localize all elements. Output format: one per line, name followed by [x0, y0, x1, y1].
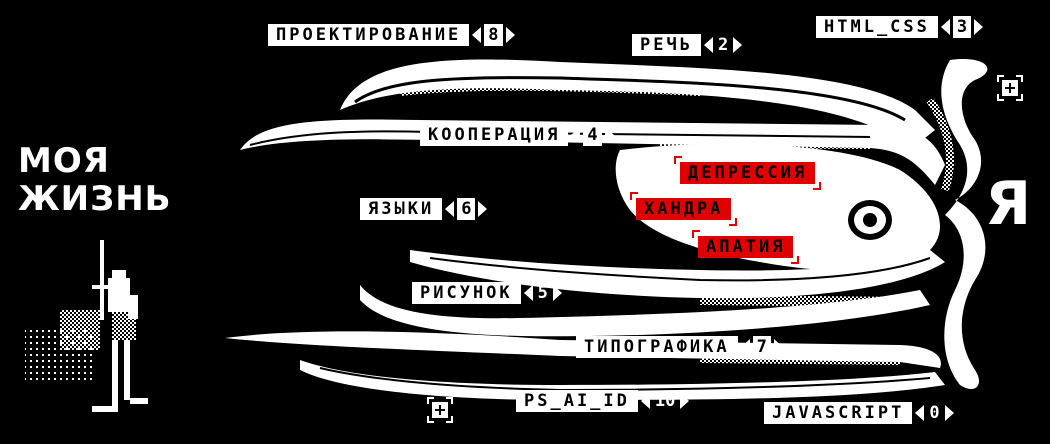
- skill-row: JAVASCRIPT 0: [764, 402, 957, 424]
- increase-arrow-icon[interactable]: [944, 405, 954, 421]
- increase-arrow-icon[interactable]: [680, 393, 690, 409]
- add-skill-button[interactable]: [426, 396, 454, 424]
- decrease-arrow-icon[interactable]: [523, 285, 533, 301]
- skill-row: ТИПОГРАФИКА 7: [576, 336, 786, 358]
- mood-badge: ХАНДРА: [629, 192, 738, 226]
- skill-row: ЯЗЫКИ 6: [360, 198, 490, 220]
- skill-name: HTML_CSS: [816, 16, 938, 38]
- mood-badge: ДЕПРЕССИЯ: [673, 156, 822, 190]
- skill-name: ТИПОГРАФИКА: [576, 336, 738, 358]
- skill-row: КООПЕРАЦИЯ 4: [420, 124, 617, 146]
- mood-badge: АПАТИЯ: [691, 230, 800, 264]
- skill-value: 6: [457, 198, 476, 220]
- skill-row: PS_AI_ID 10: [516, 390, 692, 412]
- increase-arrow-icon[interactable]: [552, 285, 562, 301]
- self-label: Я: [985, 169, 1032, 239]
- skill-name: ПРОЕКТИРОВАНИЕ: [268, 24, 470, 46]
- skill-value: 8: [484, 24, 503, 46]
- increase-arrow-icon[interactable]: [478, 201, 488, 217]
- plus-icon: [427, 397, 453, 423]
- decrease-arrow-icon[interactable]: [640, 393, 650, 409]
- decrease-arrow-icon[interactable]: [571, 127, 581, 143]
- decrease-arrow-icon[interactable]: [915, 405, 925, 421]
- skill-value: 0: [929, 403, 940, 423]
- skill-row: ПРОЕКТИРОВАНИЕ 8: [268, 24, 518, 46]
- increase-arrow-icon[interactable]: [505, 27, 515, 43]
- increase-arrow-icon[interactable]: [604, 127, 614, 143]
- decrease-arrow-icon[interactable]: [472, 27, 482, 43]
- skill-name: JAVASCRIPT: [764, 402, 913, 424]
- increase-arrow-icon[interactable]: [733, 37, 743, 53]
- skill-value: 7: [752, 336, 771, 358]
- decrease-arrow-icon[interactable]: [940, 19, 950, 35]
- skill-value: 3: [952, 16, 972, 38]
- skill-row: РИСУНОК 5: [412, 282, 565, 304]
- decrease-arrow-icon[interactable]: [703, 37, 713, 53]
- skill-value: 5: [537, 283, 548, 303]
- skill-row: РЕЧЬ 2: [632, 34, 745, 56]
- skill-value: 2: [717, 35, 729, 55]
- skill-value: 4: [583, 124, 602, 146]
- skill-name: КООПЕРАЦИЯ: [420, 124, 569, 146]
- skill-row: HTML_CSS 3: [816, 16, 986, 38]
- decrease-arrow-icon[interactable]: [740, 339, 750, 355]
- add-skill-button[interactable]: [996, 74, 1024, 102]
- skill-name: РИСУНОК: [412, 282, 521, 304]
- increase-arrow-icon[interactable]: [974, 19, 984, 35]
- page-title-line2: ЖИЗНЬ: [18, 179, 172, 219]
- skill-name: ЯЗЫКИ: [360, 198, 443, 220]
- decrease-arrow-icon[interactable]: [445, 201, 455, 217]
- increase-arrow-icon[interactable]: [773, 339, 783, 355]
- skill-name: РЕЧЬ: [632, 34, 701, 56]
- skill-name: PS_AI_ID: [516, 390, 638, 412]
- plus-icon: [997, 75, 1023, 101]
- page-title-line1: МОЯ: [18, 141, 110, 181]
- skill-value: 10: [654, 391, 676, 411]
